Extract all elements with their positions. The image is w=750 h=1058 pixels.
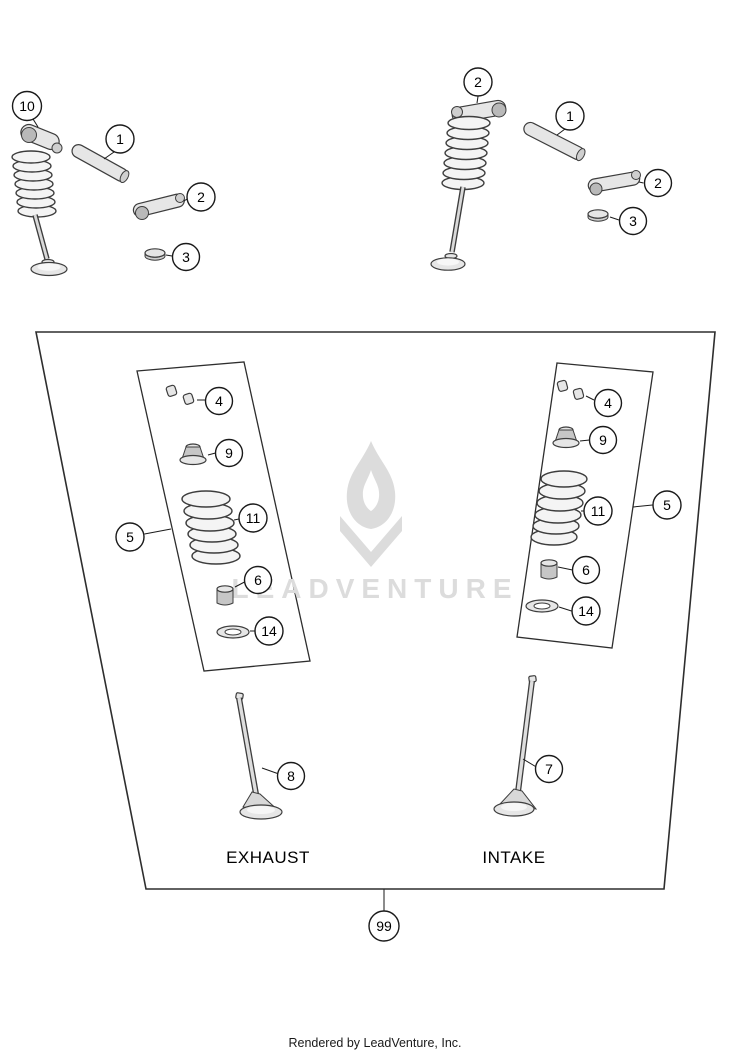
- exhaust-label: EXHAUST: [226, 848, 310, 867]
- top-right-parts-group: 2 1 2: [430, 67, 673, 271]
- part-8-exhaust-valve: [235, 692, 283, 820]
- part-2-right-rocker-assembly: [430, 99, 507, 271]
- part-14-intake-seat: [525, 599, 559, 613]
- part-2-left-rocker-arm: [132, 193, 185, 220]
- svg-text:99: 99: [376, 918, 392, 934]
- callout-11-intake: 11: [581, 496, 613, 526]
- part-11-intake-spring: [530, 470, 588, 546]
- part-3-left-shim: [144, 248, 166, 261]
- callout-6-intake: 6: [557, 555, 601, 585]
- part-1-left-pin: [71, 144, 130, 184]
- part-9-exhaust-retainer: [179, 443, 207, 466]
- callout-3-right: 3: [609, 206, 648, 236]
- part-1-right-pin: [523, 121, 586, 162]
- svg-text:2: 2: [654, 175, 662, 191]
- svg-text:3: 3: [182, 249, 190, 265]
- part-6-exhaust-seal: [216, 585, 234, 606]
- svg-text:7: 7: [545, 761, 553, 777]
- exhaust-kit-group: 4 9 11: [115, 384, 284, 646]
- callout-9-exhaust: 9: [207, 438, 244, 468]
- part-3-right-shim: [587, 209, 609, 222]
- callout-2-right-top: 2: [463, 67, 493, 104]
- svg-text:9: 9: [225, 445, 233, 461]
- part-11-exhaust-spring: [181, 490, 241, 565]
- svg-text:14: 14: [578, 603, 594, 619]
- part-14-exhaust-seat: [216, 625, 250, 639]
- svg-text:2: 2: [197, 189, 205, 205]
- callout-1-left: 1: [103, 124, 135, 160]
- svg-text:8: 8: [287, 768, 295, 784]
- exhaust-valve-group: 8 EXHAUST: [226, 692, 310, 867]
- intake-kit-group: 4 9 11: [525, 379, 682, 626]
- svg-text:3: 3: [629, 213, 637, 229]
- intake-valve-group: 7 INTAKE: [482, 675, 564, 867]
- svg-text:1: 1: [566, 108, 574, 124]
- callout-11-exhaust: 11: [233, 503, 268, 533]
- svg-text:1: 1: [116, 131, 124, 147]
- callout-6-exhaust: 6: [234, 565, 273, 595]
- svg-text:4: 4: [604, 395, 612, 411]
- callout-10: 10: [11, 90, 43, 128]
- svg-text:10: 10: [19, 98, 35, 114]
- part-7-intake-valve: [493, 675, 538, 817]
- callout-4-exhaust: 4: [197, 386, 234, 416]
- part-9-intake-retainer: [552, 426, 580, 449]
- callout-2-left: 2: [183, 182, 216, 212]
- svg-text:2: 2: [474, 74, 482, 90]
- svg-text:9: 9: [599, 432, 607, 448]
- footer-text: Rendered by LeadVenture, Inc.: [288, 1036, 461, 1050]
- svg-text:6: 6: [582, 562, 590, 578]
- part-4-intake-cotters: [556, 379, 585, 400]
- flame-icon: [340, 441, 402, 567]
- part-4-exhaust-cotters: [165, 384, 195, 405]
- svg-text:4: 4: [215, 393, 223, 409]
- callout-14-exhaust: 14: [250, 616, 284, 646]
- callout-5-exhaust: 5: [115, 522, 172, 552]
- callout-14-intake: 14: [558, 596, 601, 626]
- svg-text:11: 11: [591, 503, 606, 519]
- watermark: LEADVENTURE: [231, 441, 518, 604]
- callout-99: 99: [368, 889, 400, 942]
- svg-text:6: 6: [254, 572, 262, 588]
- part-6-intake-seal: [540, 559, 558, 580]
- callout-1-right: 1: [555, 101, 585, 136]
- svg-text:5: 5: [663, 497, 671, 513]
- svg-text:5: 5: [126, 529, 134, 545]
- callout-7: 7: [522, 754, 564, 784]
- callout-4-intake: 4: [585, 388, 623, 418]
- callout-9-intake: 9: [579, 425, 618, 455]
- part-10-spring-assembly: [11, 123, 68, 277]
- top-left-parts-group: 10 1 2: [11, 90, 216, 277]
- svg-text:11: 11: [246, 510, 261, 526]
- callout-5-intake: 5: [632, 490, 682, 520]
- intake-label: INTAKE: [482, 848, 545, 867]
- watermark-text: LEADVENTURE: [231, 573, 518, 604]
- callout-3-left: 3: [165, 242, 201, 272]
- part-2-right-rocker-arm: [587, 170, 641, 196]
- svg-text:14: 14: [261, 623, 277, 639]
- callout-8: 8: [261, 761, 306, 791]
- callout-2-right: 2: [638, 168, 673, 198]
